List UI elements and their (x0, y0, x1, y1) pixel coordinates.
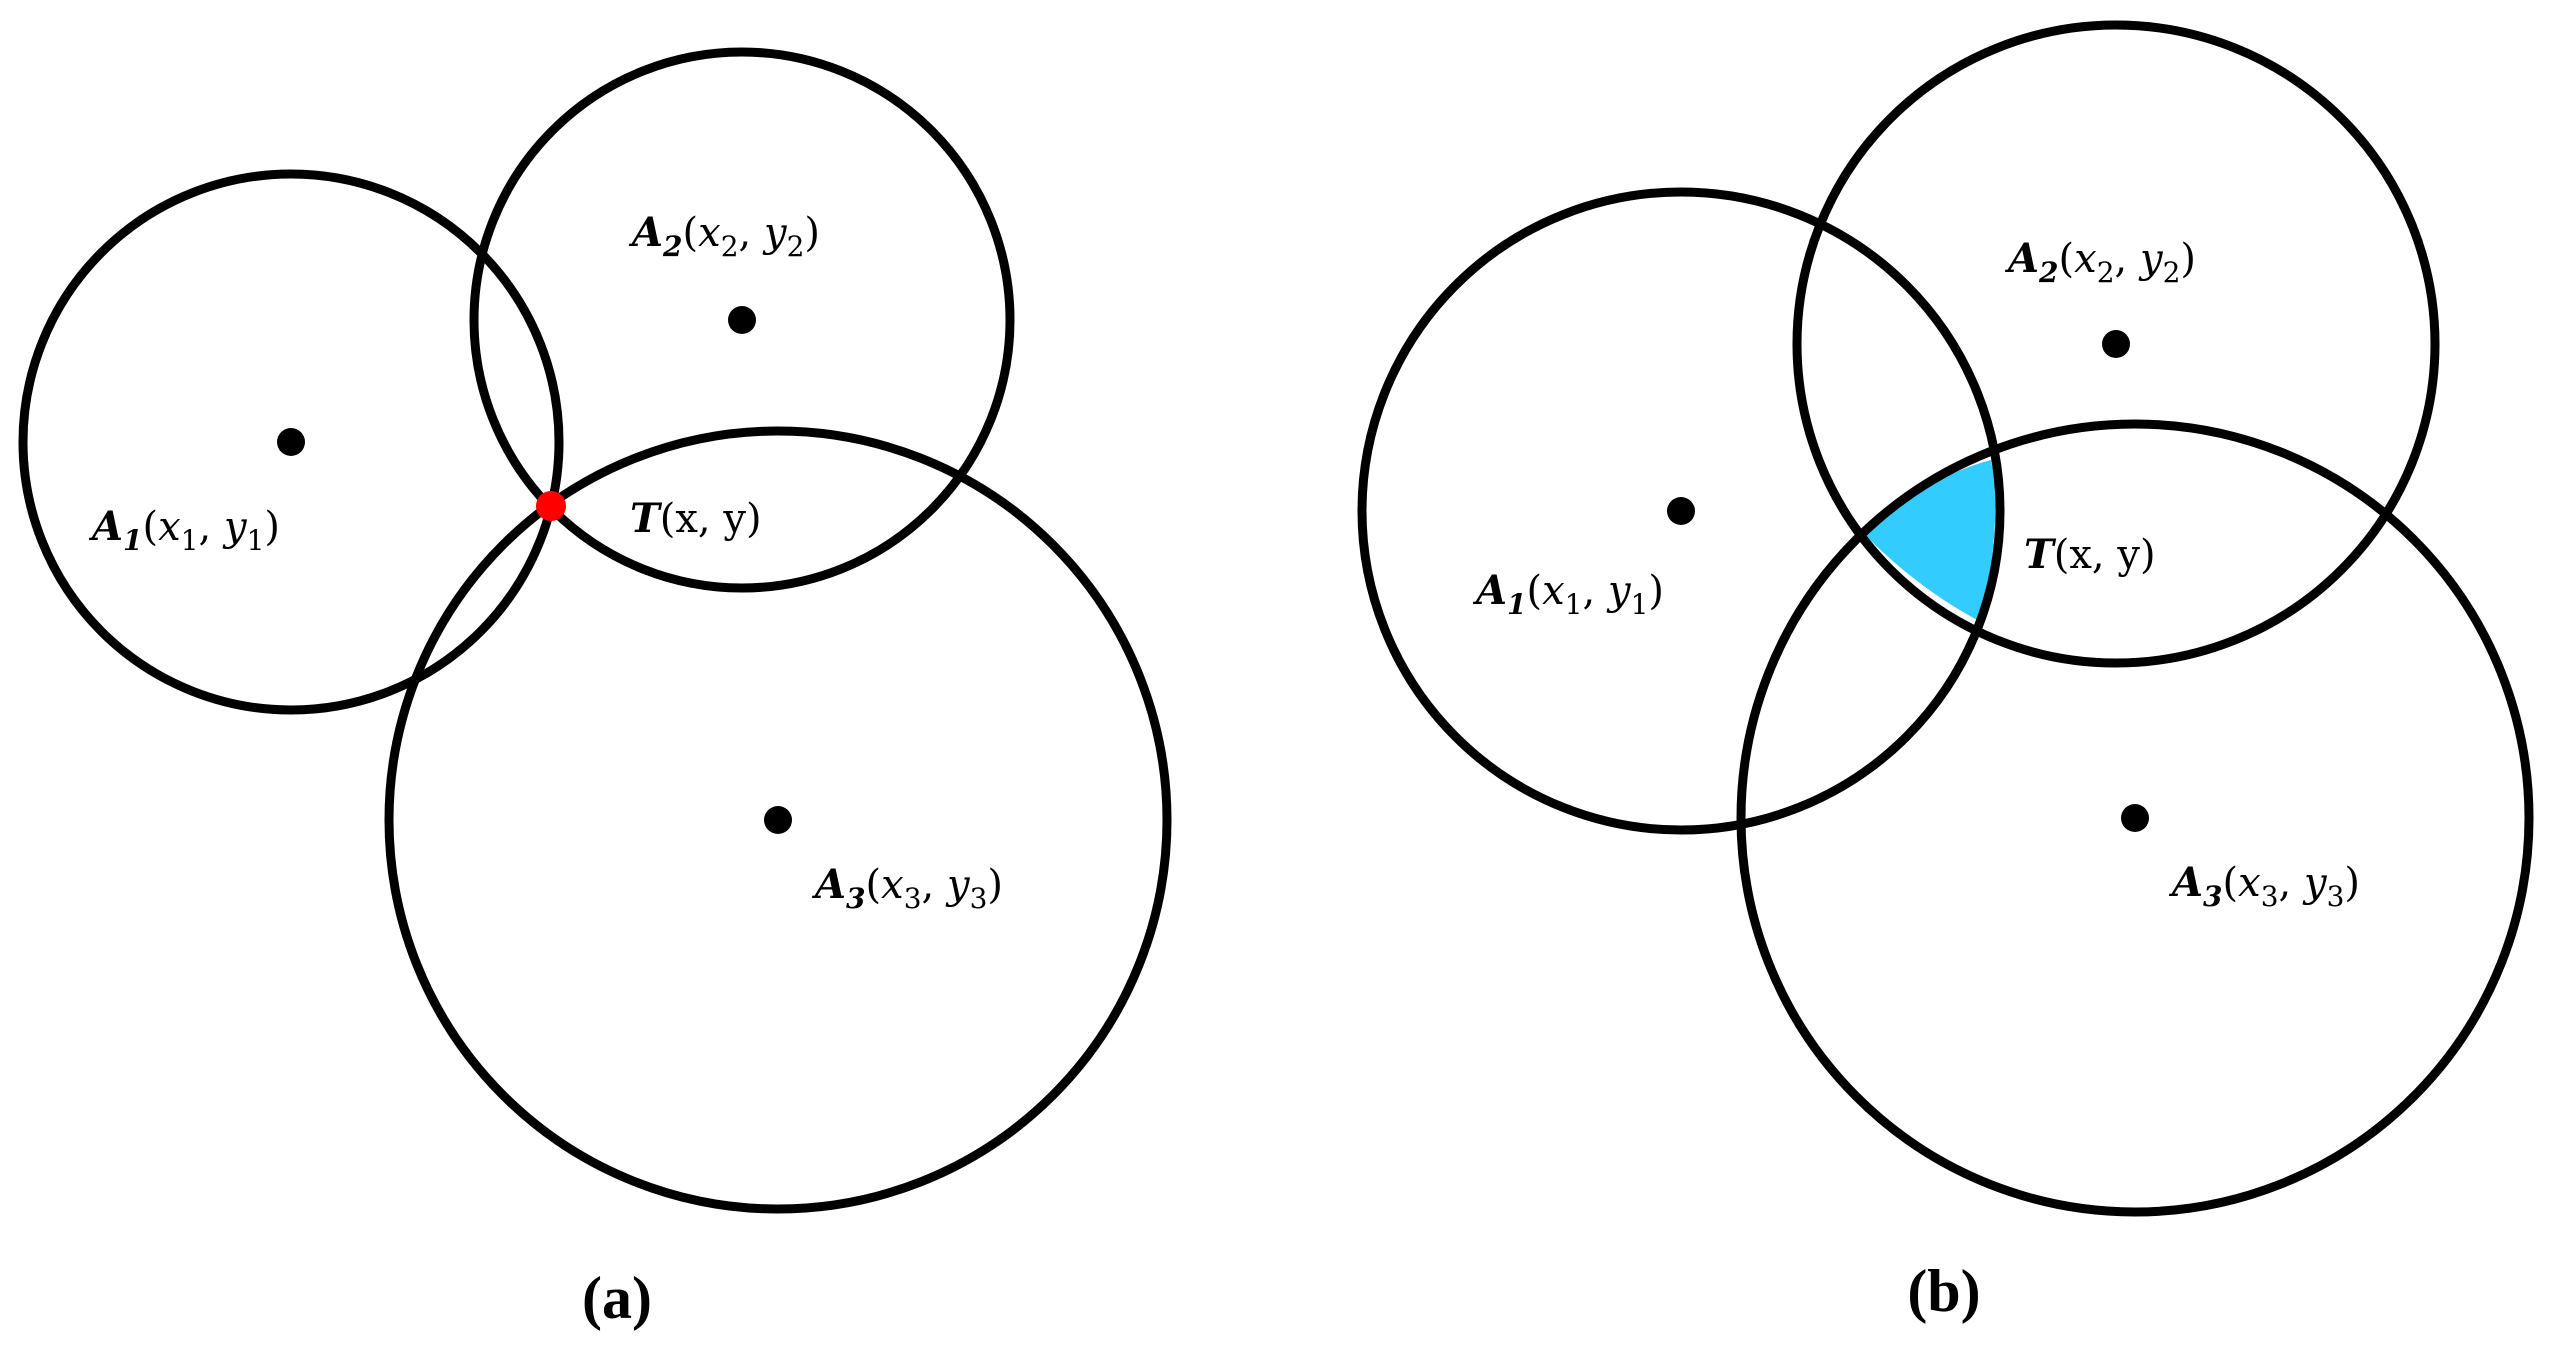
label-a3-panel-b: A3(x3, y3) (2168, 859, 2360, 913)
label-a1-panel-b: A1(x1, y1) (1472, 567, 1664, 621)
anchor-b1-dot (1667, 497, 1695, 525)
anchor-a1-dot (277, 428, 305, 456)
intersection-region (1866, 460, 1996, 622)
caption-b: (b) (1907, 1258, 1980, 1324)
label-t-panel-b: T(x, y) (2024, 531, 2156, 578)
circle-a1 (18, 169, 564, 715)
circle-b3 (1736, 419, 2534, 1217)
circle-b1 (1357, 187, 2005, 835)
panel-b: A1(x1, y1) A2(x2, y2) A3(x3, y3) T(x, y)… (1357, 20, 2534, 1324)
intersection-point (536, 491, 566, 521)
panel-a: A1(x1, y1) A2(x2, y2) A3(x3, y3) T(x, y)… (18, 47, 1172, 1331)
anchor-b3-dot (2121, 804, 2149, 832)
circle-a2 (469, 47, 1015, 593)
caption-a: (a) (582, 1265, 652, 1331)
circle-b2 (1792, 20, 2440, 668)
label-a2-panel-b: A2(x2, y2) (2004, 235, 2196, 289)
anchor-a2-dot (728, 306, 756, 334)
anchor-a3-dot (764, 806, 792, 834)
circle-a3 (384, 426, 1172, 1214)
label-a3-panel-a: A3(x3, y3) (811, 861, 1003, 915)
label-a2-panel-a: A2(x2, y2) (628, 209, 820, 263)
label-t-panel-a: T(x, y) (630, 495, 762, 542)
anchor-b2-dot (2102, 330, 2130, 358)
label-a1-panel-a: A1(x1, y1) (88, 503, 280, 557)
